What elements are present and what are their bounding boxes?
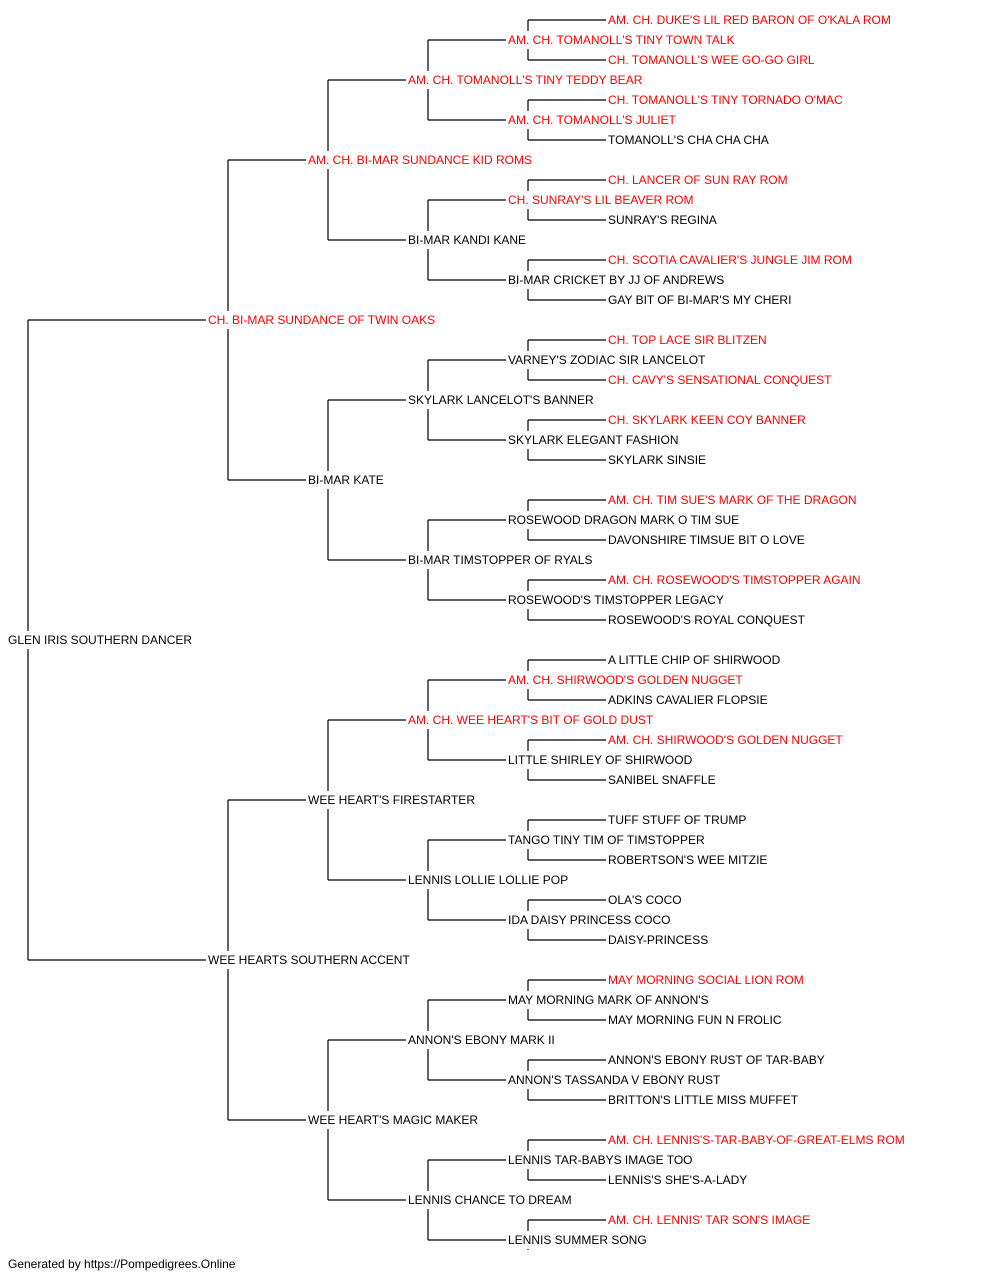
pedigree-name-champion: AM. CH. ROSEWOOD'S TIMSTOPPER AGAIN: [608, 573, 861, 587]
pedigree-name: ROSEWOOD'S TIMSTOPPER LEGACY: [508, 593, 724, 607]
pedigree-name: BI-MAR TIMSTOPPER OF RYALS: [408, 553, 592, 567]
pedigree-name: LENNIS LOLLIE LOLLIE POP: [408, 873, 568, 887]
pedigree-name-champion: AM. CH. BI-MAR SUNDANCE KID ROMS: [308, 153, 532, 167]
pedigree-name: VARNEY'S ZODIAC SIR LANCELOT: [508, 353, 706, 367]
pedigree-name: LITTLE SHIRLEY OF SHIRWOOD: [508, 753, 693, 767]
pedigree-name: A LITTLE CHIP OF SHIRWOOD: [608, 653, 781, 667]
pedigree-name: LENNIS TAR-BABYS IMAGE TOO: [508, 1153, 693, 1167]
pedigree-name-champion: CH. LANCER OF SUN RAY ROM: [608, 173, 788, 187]
pedigree-name-champion: CH. BI-MAR SUNDANCE OF TWIN OAKS: [208, 313, 435, 327]
pedigree-tree: GLEN IRIS SOUTHERN DANCER CH. BI-MAR SUND…: [8, 13, 905, 1250]
pedigree-name: LENNIS'S SHE'S-A-LADY: [608, 1173, 747, 1187]
pedigree-name: DAVONSHIRE TIMSUE BIT O LOVE: [608, 533, 805, 547]
pedigree-name: ANNON'S EBONY MARK II: [408, 1033, 555, 1047]
pedigree-name-champion: CH. CAVY'S SENSATIONAL CONQUEST: [608, 373, 832, 387]
pedigree-name: TUFF STUFF OF TRUMP: [608, 813, 746, 827]
pedigree-name: SANIBEL SNAFFLE: [608, 773, 716, 787]
pedigree-name: SKYLARK ELEGANT FASHION: [508, 433, 679, 447]
pedigree-name: MAY MORNING FUN N FROLIC: [608, 1013, 782, 1027]
pedigree-name-champion: AM. CH. TIM SUE'S MARK OF THE DRAGON: [608, 493, 857, 507]
pedigree-name-champion: CH. TOMANOLL'S TINY TORNADO O'MAC: [608, 93, 843, 107]
pedigree-name: SKYLARK SINSIE: [608, 453, 706, 467]
pedigree-name-champion: CH. TOMANOLL'S WEE GO-GO GIRL: [608, 53, 815, 67]
pedigree-name: LENNIS SUMMER SONG: [508, 1233, 647, 1247]
pedigree-name-champion: AM. CH. SHIRWOOD'S GOLDEN NUGGET: [508, 673, 743, 687]
pedigree-name: ANNON'S EBONY RUST OF TAR-BABY: [608, 1053, 825, 1067]
pedigree-name-champion: AM. CH. LENNIS'S-TAR-BABY-OF-GREAT-ELMS …: [608, 1133, 905, 1147]
pedigree-name: WEE HEART'S FIRESTARTER: [308, 793, 475, 807]
pedigree-name-champion: CH. TOP LACE SIR BLITZEN: [608, 333, 767, 347]
pedigree-name: SKYLARK LANCELOT'S BANNER: [408, 393, 594, 407]
pedigree-name: BI-MAR KANDI KANE: [408, 233, 526, 247]
pedigree-name-champion: AM. CH. SHIRWOOD'S GOLDEN NUGGET: [608, 733, 843, 747]
pedigree-name: ADKINS CAVALIER FLOPSIE: [608, 693, 768, 707]
pedigree-name-champion: CH. SCOTIA CAVALIER'S JUNGLE JIM ROM: [608, 253, 852, 267]
pedigree-name: BRITTON'S LITTLE MISS MUFFET: [608, 1093, 799, 1107]
pedigree-name: TOMANOLL'S CHA CHA CHA: [608, 133, 769, 147]
pedigree-name: GAY BIT OF BI-MAR'S MY CHERI: [608, 293, 791, 307]
pedigree-name: ROSEWOOD'S ROYAL CONQUEST: [608, 613, 806, 627]
pedigree-name: BI-MAR KATE: [308, 473, 384, 487]
pedigree-name-champion: AM. CH. WEE HEART'S BIT OF GOLD DUST: [408, 713, 654, 727]
pedigree-name-champion: MAY MORNING SOCIAL LION ROM: [608, 973, 804, 987]
pedigree-name: IDA DAISY PRINCESS COCO: [508, 913, 671, 927]
pedigree-name: MAY MORNING MARK OF ANNON'S: [508, 993, 709, 1007]
pedigree-name-champion: AM. CH. DUKE'S LIL RED BARON OF O'KALA R…: [608, 13, 891, 27]
pedigree-name-champion: AM. CH. LENNIS' TAR SON'S IMAGE: [608, 1213, 810, 1227]
pedigree-name: ROSEWOOD DRAGON MARK O TIM SUE: [508, 513, 739, 527]
pedigree-name: ANNON'S TASSANDA V EBONY RUST: [508, 1073, 721, 1087]
footer-credit: Generated by https://Pompedigrees.Online: [8, 1257, 236, 1271]
pedigree-name-champion: AM. CH. TOMANOLL'S TINY TEDDY BEAR: [408, 73, 643, 87]
pedigree-name: WEE HEART'S MAGIC MAKER: [308, 1113, 478, 1127]
pedigree-name: GLEN IRIS SOUTHERN DANCER: [8, 633, 192, 647]
pedigree-name-champion: CH. SUNRAY'S LIL BEAVER ROM: [508, 193, 693, 207]
pedigree-name: SUNRAY'S REGINA: [608, 213, 717, 227]
pedigree-name: OLA'S COCO: [608, 893, 682, 907]
pedigree-name: ROBERTSON'S WEE MITZIE: [608, 853, 767, 867]
pedigree-name-champion: AM. CH. TOMANOLL'S TINY TOWN TALK: [508, 33, 735, 47]
pedigree-name-champion: AM. CH. TOMANOLL'S JULIET: [508, 113, 677, 127]
pedigree-name: BI-MAR CRICKET BY JJ OF ANDREWS: [508, 273, 724, 287]
pedigree-name: LENNIS CHANCE TO DREAM: [408, 1193, 572, 1207]
pedigree-name-champion: CH. SKYLARK KEEN COY BANNER: [608, 413, 806, 427]
pedigree-name: WEE HEARTS SOUTHERN ACCENT: [208, 953, 410, 967]
pedigree-name: DAISY-PRINCESS: [608, 933, 708, 947]
pedigree-name: TANGO TINY TIM OF TIMSTOPPER: [508, 833, 705, 847]
